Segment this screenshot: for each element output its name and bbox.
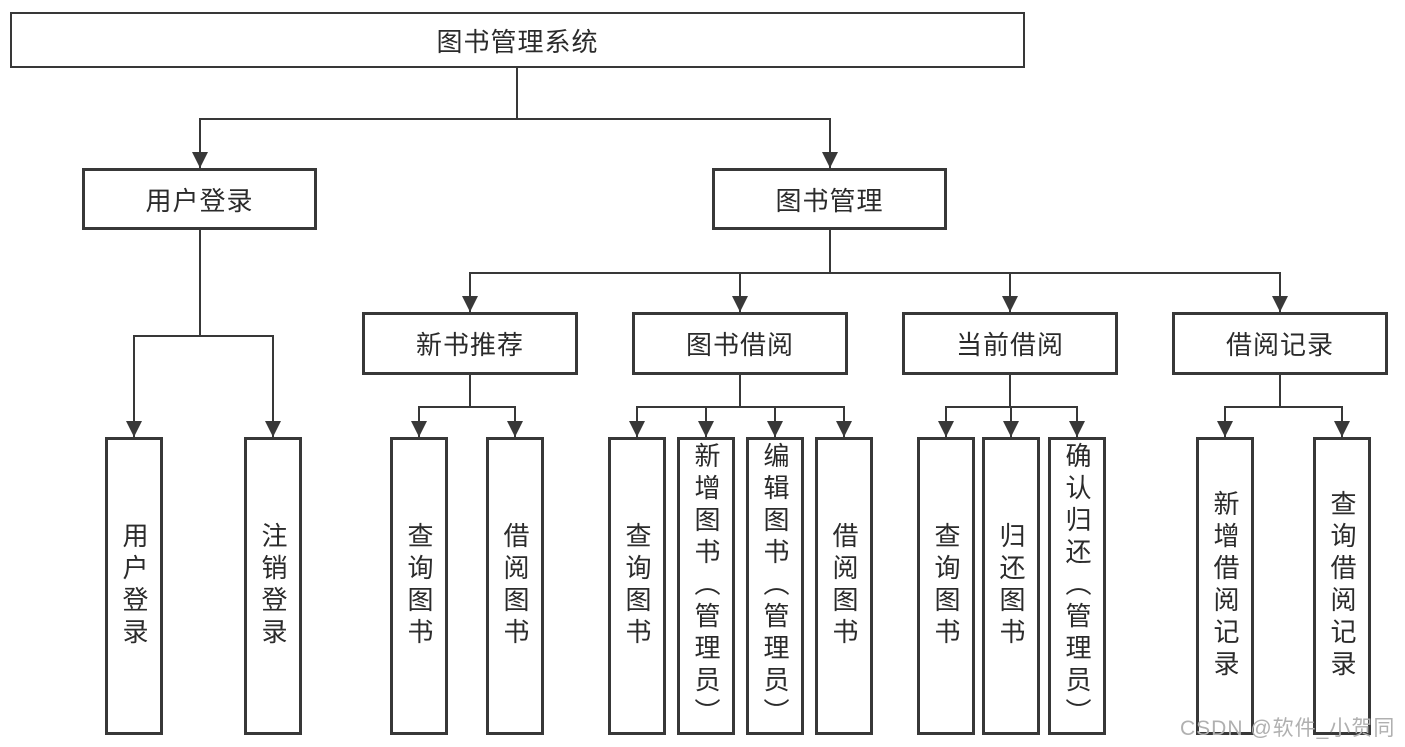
leaf-add-borrow-record: 新增借阅记录 bbox=[1196, 437, 1254, 735]
connector bbox=[469, 272, 1281, 274]
arrowhead-icon bbox=[629, 421, 645, 437]
connector bbox=[199, 118, 831, 120]
connector bbox=[739, 272, 741, 312]
connector bbox=[945, 406, 1078, 408]
node-book-borrow: 图书借阅 bbox=[632, 312, 848, 375]
connector bbox=[1009, 272, 1011, 312]
node-borrow-records: 借阅记录 bbox=[1172, 312, 1388, 375]
node-book-management: 图书管理 bbox=[712, 168, 947, 230]
arrowhead-icon bbox=[767, 421, 783, 437]
arrowhead-icon bbox=[1069, 421, 1085, 437]
arrowhead-icon bbox=[1002, 296, 1018, 312]
leaf-borrow-books-2: 借阅图书 bbox=[815, 437, 873, 735]
arrowhead-icon bbox=[822, 152, 838, 168]
arrowhead-icon bbox=[411, 421, 427, 437]
arrowhead-icon bbox=[1003, 421, 1019, 437]
connector bbox=[829, 118, 831, 168]
connector bbox=[636, 406, 845, 408]
connector bbox=[1009, 375, 1011, 407]
leaf-query-books-3: 查询图书 bbox=[917, 437, 975, 735]
leaf-query-books-1: 查询图书 bbox=[390, 437, 448, 735]
arrowhead-icon bbox=[698, 421, 714, 437]
arrowhead-icon bbox=[732, 296, 748, 312]
node-new-book-recommend: 新书推荐 bbox=[362, 312, 578, 375]
node-library-management-system: 图书管理系统 bbox=[10, 12, 1025, 68]
connector bbox=[829, 230, 831, 273]
connector bbox=[1279, 272, 1281, 312]
leaf-query-borrow-record: 查询借阅记录 bbox=[1313, 437, 1371, 735]
leaf-user-login: 用户登录 bbox=[105, 437, 163, 735]
connector bbox=[1224, 406, 1343, 408]
leaf-edit-book-admin: 编辑图书（管理员） bbox=[746, 437, 804, 735]
connector bbox=[199, 230, 201, 336]
arrowhead-icon bbox=[507, 421, 523, 437]
watermark: CSDN @软件_小贺同学 bbox=[1180, 717, 1396, 740]
arrowhead-icon bbox=[938, 421, 954, 437]
arrowhead-icon bbox=[1334, 421, 1350, 437]
arrowhead-icon bbox=[192, 152, 208, 168]
connector bbox=[133, 335, 274, 337]
arrowhead-icon bbox=[1272, 296, 1288, 312]
arrowhead-icon bbox=[265, 421, 281, 437]
node-current-borrow: 当前借阅 bbox=[902, 312, 1118, 375]
connector bbox=[418, 406, 516, 408]
connector bbox=[739, 375, 741, 407]
arrowhead-icon bbox=[462, 296, 478, 312]
leaf-return-books: 归还图书 bbox=[982, 437, 1040, 735]
leaf-add-book-admin: 新增图书（管理员） bbox=[677, 437, 735, 735]
arrowhead-icon bbox=[126, 421, 142, 437]
connector bbox=[199, 118, 201, 168]
connector bbox=[469, 272, 471, 312]
connector bbox=[1279, 375, 1281, 407]
arrowhead-icon bbox=[836, 421, 852, 437]
connector bbox=[469, 375, 471, 407]
arrowhead-icon bbox=[1217, 421, 1233, 437]
connector bbox=[133, 335, 135, 437]
leaf-logout: 注销登录 bbox=[244, 437, 302, 735]
connector bbox=[272, 335, 274, 437]
leaf-borrow-books-1: 借阅图书 bbox=[486, 437, 544, 735]
node-user-login: 用户登录 bbox=[82, 168, 317, 230]
leaf-confirm-return-admin: 确认归还（管理员） bbox=[1048, 437, 1106, 735]
connector bbox=[516, 68, 518, 119]
leaf-query-books-2: 查询图书 bbox=[608, 437, 666, 735]
